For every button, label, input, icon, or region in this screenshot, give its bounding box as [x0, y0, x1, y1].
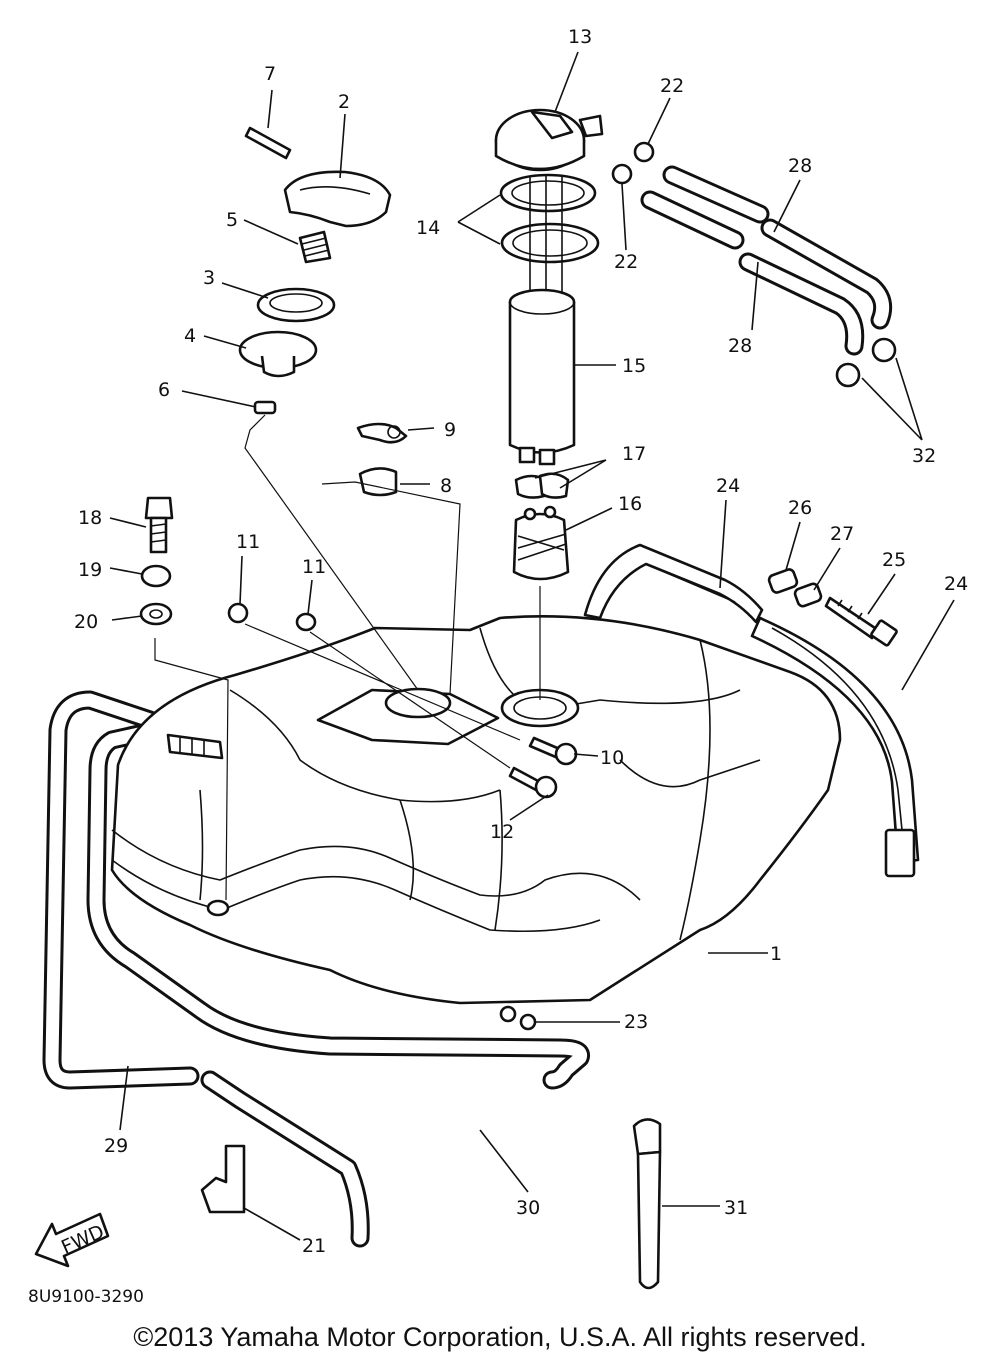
callout-16: 16 — [618, 493, 642, 515]
part-6-washer — [253, 400, 277, 415]
part-18-bolt — [144, 496, 174, 554]
callout-14: 14 — [416, 217, 440, 239]
part-14-rings — [499, 173, 600, 300]
copyright-notice: ©2013 Yamaha Motor Corporation, U.S.A. A… — [133, 1322, 867, 1352]
part-16-filter — [512, 505, 570, 581]
callout-12: 12 — [490, 821, 514, 843]
callout-31: 31 — [724, 1197, 748, 1219]
part-3-gasket — [256, 287, 336, 323]
part-22-clamp-upper — [633, 141, 655, 163]
part-28-hose-upper — [662, 165, 893, 330]
callout-26: 26 — [788, 497, 812, 519]
part-8-holder — [358, 467, 398, 497]
callout-4: 4 — [184, 325, 196, 347]
callout-15: 15 — [622, 355, 646, 377]
callout-30: 30 — [516, 1197, 540, 1219]
callout-1: 1 — [770, 943, 782, 965]
callout-5: 5 — [226, 209, 238, 231]
part-9-clip — [356, 422, 408, 444]
part-15-pump-body — [508, 288, 576, 466]
callout-24b: 24 — [944, 573, 968, 595]
callout-19: 19 — [78, 559, 102, 581]
tank-strap-front — [750, 616, 920, 878]
callout-23: 23 — [624, 1011, 648, 1033]
part-7-pin — [244, 126, 292, 160]
callout-22b: 22 — [614, 251, 638, 273]
part-22-clamp-lower — [611, 163, 633, 185]
callout-18: 18 — [78, 507, 102, 529]
part-32-clamps — [835, 337, 897, 388]
part-5-spring — [298, 230, 332, 264]
callout-32: 32 — [912, 445, 936, 467]
callout-labels: 1 2 3 4 5 6 7 8 9 10 11 11 12 13 14 15 1… — [74, 26, 968, 1257]
part-23-clip — [499, 1005, 537, 1031]
leader-lines — [109, 51, 955, 1241]
callout-28b: 28 — [728, 335, 752, 357]
part-2-cap-cover — [283, 170, 392, 228]
callout-8: 8 — [440, 475, 452, 497]
callout-11a: 11 — [236, 531, 260, 553]
fuel-tank — [110, 615, 842, 1005]
callout-21: 21 — [302, 1235, 326, 1257]
fuel-hose-29 — [42, 690, 200, 1090]
part-25-bolt — [824, 596, 898, 647]
part-11-grommet-right — [295, 612, 317, 632]
diagram-code: 8U9100-3290 — [28, 1287, 144, 1307]
callout-6: 6 — [158, 379, 170, 401]
assembly-lines — [154, 414, 541, 901]
part-26-collar — [767, 568, 799, 594]
part-31-dipstick — [632, 1118, 662, 1290]
part-11-grommet-left — [227, 602, 249, 624]
callout-9: 9 — [444, 419, 456, 441]
callout-11b: 11 — [302, 556, 326, 578]
callout-13: 13 — [568, 26, 592, 48]
callout-17: 17 — [622, 443, 646, 465]
callout-25: 25 — [882, 549, 906, 571]
callout-10: 10 — [600, 747, 624, 769]
callout-29: 29 — [104, 1135, 128, 1157]
callout-3: 3 — [203, 267, 215, 289]
part-20-washer — [139, 602, 173, 626]
callout-20: 20 — [74, 611, 98, 633]
part-28-hose-lower — [640, 190, 865, 356]
tank-strap-rear — [583, 543, 764, 624]
part-4-cap-seat — [238, 330, 318, 378]
part-10-bolt — [528, 736, 578, 766]
part-21-bracket — [200, 1144, 246, 1214]
part-13-pump-head — [494, 108, 604, 172]
part-27-collar — [793, 582, 823, 608]
callout-27: 27 — [830, 523, 854, 545]
fwd-arrow: FWD — [34, 1212, 110, 1268]
part-17-clamps — [514, 472, 570, 499]
part-19-nut — [140, 564, 172, 588]
part-12-bolt — [508, 766, 558, 799]
callout-28a: 28 — [788, 155, 812, 177]
callout-22a: 22 — [660, 75, 684, 97]
callout-7: 7 — [264, 63, 276, 85]
callout-24a: 24 — [716, 475, 740, 497]
fuel-hose-30 — [86, 722, 590, 1248]
callout-2: 2 — [338, 91, 350, 113]
